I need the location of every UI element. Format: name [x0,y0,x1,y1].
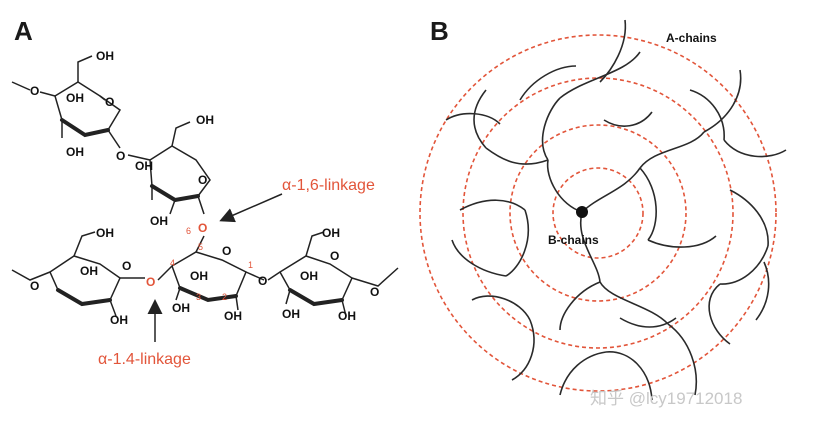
glucose-unit-bottom-1: O OH OH O OH [11,226,145,327]
label-alpha-1-4-linkage: α-1.4-linkage [98,351,191,368]
glucose-unit-top-2: OH O OH OH [127,113,214,228]
atom-o: O [30,84,39,98]
atom-oh: OH [96,226,114,240]
atom-oh: OH [66,91,84,105]
label-b-chains: B-chains [548,233,599,247]
arrow-1-6 [219,193,283,223]
atom-oh: OH [80,264,98,278]
bridge-o-16: O [198,221,207,235]
atom-o: O [116,149,125,163]
atom-o: O [105,95,114,109]
atom-oh: OH [110,313,128,327]
label-a-chains: A-chains [666,31,717,45]
panel-b-letter: B [430,16,449,46]
watermark: 知乎 @lcy19712018 [590,389,742,408]
carbon-number: 2 [222,292,227,302]
atom-oh: OH [322,226,340,240]
glucose-unit-top-1: O OH OH O OH O [11,49,125,163]
panel-a: A O OH OH O OH O OH [11,16,399,368]
atom-oh: OH [190,269,208,283]
atom-oh: OH [172,301,190,315]
growth-ring [552,167,644,259]
atom-oh: OH [338,309,356,323]
atom-oh: OH [300,269,318,283]
glucan-chains [445,19,787,401]
carbon-number: 6 [186,226,191,236]
atom-oh: OH [135,159,153,173]
carbon-number: 5 [198,242,203,252]
atom-o: O [222,244,231,258]
atom-oh: OH [282,307,300,321]
atom-oh: OH [196,113,214,127]
glucose-unit-branch: 6 5 4 3 2 1 O OH OH OH O [157,226,267,323]
bridge-o-14: O [146,275,155,289]
atom-o: O [258,274,267,288]
atom-oh: OH [96,49,114,63]
carbon-number: 3 [196,292,201,302]
panel-b: B [419,16,787,401]
label-alpha-1-6-linkage: α-1,6-linkage [282,177,375,194]
atom-o: O [330,249,339,263]
b-chain-root-dot [576,206,588,218]
atom-o: O [198,173,207,187]
carbon-number: 1 [248,260,253,270]
growth-ring [419,34,777,392]
atom-o: O [122,259,131,273]
atom-o: O [30,279,39,293]
atom-oh: OH [224,309,242,323]
growth-ring [509,124,687,302]
panel-a-letter: A [14,16,33,46]
carbon-number: 4 [170,258,175,268]
glucose-unit-bottom-3: OH O OH OH OH O [267,226,399,323]
growth-ring [462,77,734,349]
atom-oh: OH [66,145,84,159]
atom-oh: OH [150,214,168,228]
atom-o: O [370,285,379,299]
